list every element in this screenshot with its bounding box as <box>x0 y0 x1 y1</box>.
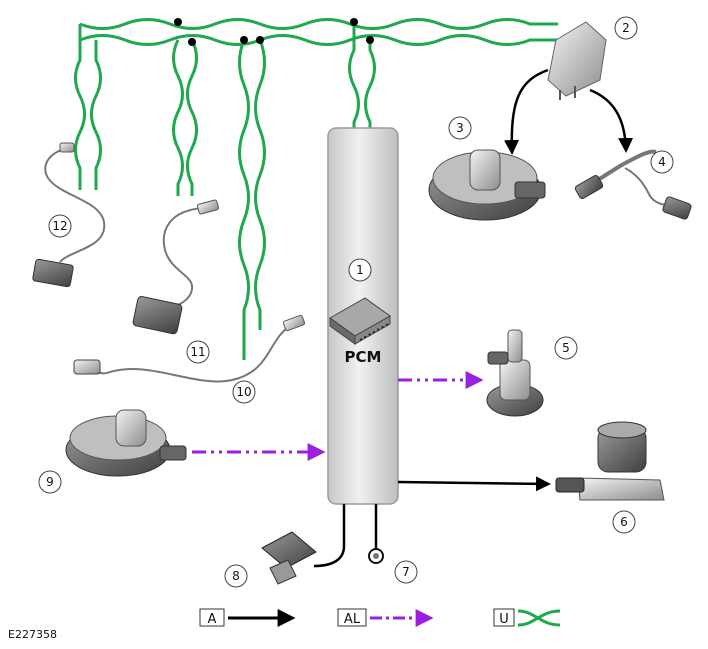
svg-text:6: 6 <box>620 515 628 529</box>
network-drop-3b <box>254 39 266 330</box>
svg-text:2: 2 <box>622 21 630 35</box>
component-8-fuse <box>261 531 317 585</box>
svg-text:5: 5 <box>562 341 570 355</box>
junction-dot <box>256 36 264 44</box>
svg-text:U: U <box>499 612 509 627</box>
callout-5: 5 <box>554 336 578 360</box>
svg-text:10: 10 <box>236 385 251 399</box>
svg-text:12: 12 <box>52 219 67 233</box>
svg-text:9: 9 <box>46 475 54 489</box>
junction-dot <box>188 38 196 46</box>
callout-1: 1 <box>348 258 372 282</box>
svg-text:3: 3 <box>456 121 464 135</box>
component-4-sensor <box>574 149 692 220</box>
component-3-actuator <box>428 149 546 221</box>
component-2-relay <box>547 21 607 100</box>
pcm-chip-icon <box>329 297 391 345</box>
link-pcm-to-8 <box>313 504 346 568</box>
svg-text:1: 1 <box>356 263 364 277</box>
callout-7: 7 <box>394 560 418 584</box>
network-junctions <box>174 18 374 46</box>
sensor-12-oxygen-sensor <box>32 142 106 288</box>
junction-dot <box>240 36 248 44</box>
callout-2: 2 <box>614 16 638 40</box>
network-trunk-lower <box>79 34 558 46</box>
callout-9: 9 <box>38 470 62 494</box>
network-drop-1b <box>90 40 102 190</box>
component-9-actuator <box>65 409 187 477</box>
svg-text:AL: AL <box>344 612 361 627</box>
callout-6: 6 <box>612 510 636 534</box>
network-drop-4b <box>364 40 376 130</box>
svg-text:7: 7 <box>402 565 410 579</box>
junction-dot <box>350 18 358 26</box>
legend-item-analog: AL <box>337 608 434 627</box>
network-drop-1a <box>74 24 86 190</box>
network-drop-2a <box>172 39 184 196</box>
link-pcm-to-6 <box>397 476 551 492</box>
network-drop-2b <box>186 39 198 196</box>
network-trunk-upper <box>79 18 558 30</box>
callout-3: 3 <box>448 116 472 140</box>
junction-dot <box>366 36 374 44</box>
figure-reference: E227358 <box>8 628 57 641</box>
pcm-module: PCM <box>327 127 399 505</box>
svg-text:11: 11 <box>190 345 205 359</box>
pcm-label: PCM <box>345 348 382 366</box>
svg-text:8: 8 <box>232 569 240 583</box>
component-7-ground <box>368 548 384 564</box>
analog-links <box>192 371 484 461</box>
component-5-valve <box>486 329 544 417</box>
callout-10: 10 <box>232 380 256 404</box>
callout-8: 8 <box>224 564 248 588</box>
callout-12: 12 <box>48 214 72 238</box>
sensor-10-oxygen-sensor <box>73 314 306 383</box>
network-harness <box>74 18 558 360</box>
network-drop-3a <box>238 39 250 360</box>
sensor-11-oxygen-sensor <box>132 199 220 335</box>
callout-11: 11 <box>186 340 210 364</box>
network-drop-4a <box>348 24 360 130</box>
link-2-to-3 <box>504 68 549 155</box>
svg-text:A: A <box>208 612 217 627</box>
junction-dot <box>174 18 182 26</box>
link-2-to-4 <box>589 88 634 153</box>
hardwired-links <box>313 68 634 568</box>
legend-item-network: U <box>493 608 561 627</box>
component-6-solenoid <box>555 421 665 501</box>
svg-text:4: 4 <box>658 155 666 169</box>
callout-4: 4 <box>650 150 674 174</box>
legend: A AL U <box>199 608 561 627</box>
legend-item-hardwired: A <box>199 608 296 627</box>
